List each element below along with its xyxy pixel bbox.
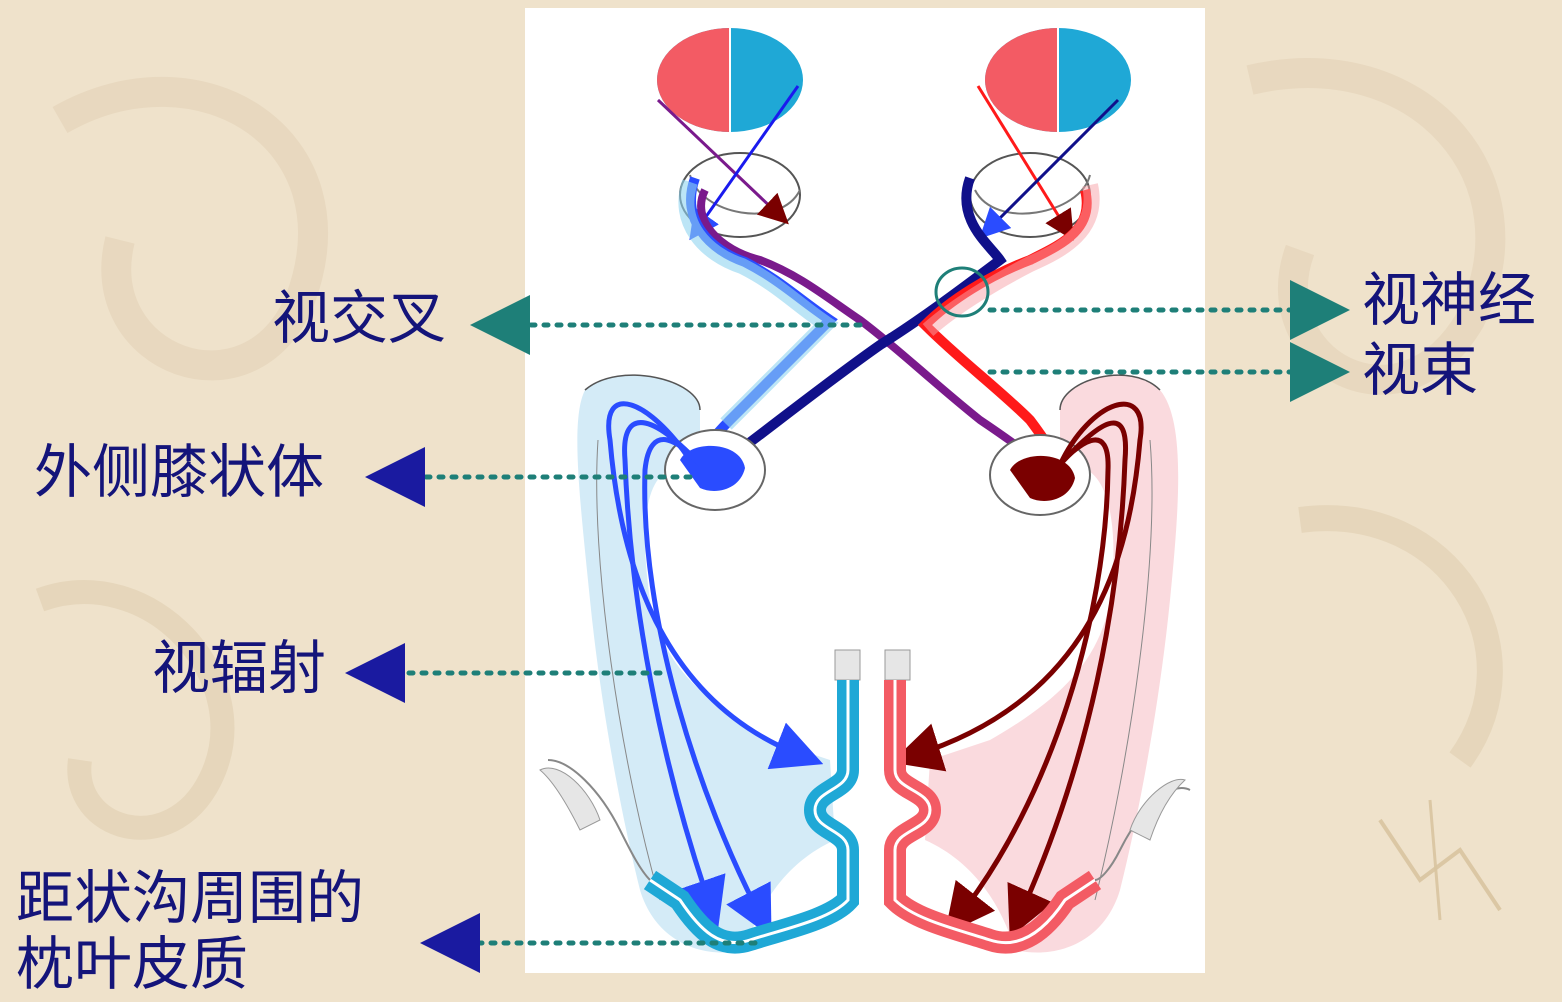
left-occipital-cortex (539, 649, 861, 954)
label-occipital-cortex-line2: 枕叶皮质 (16, 930, 249, 998)
pointer-lines (345, 280, 1350, 973)
label-optic-chiasm: 视交叉 (272, 284, 447, 352)
label-occipital-cortex-line1: 距状沟周围的 (16, 864, 365, 932)
optic-nerve-marker-ring (934, 266, 990, 318)
label-lateral-geniculate-body: 外侧膝状体 (34, 438, 325, 506)
ray-left-eye-nasal (689, 85, 800, 241)
ray-right-eye-temporal (979, 98, 1120, 239)
right-optic-radiation-arrows (891, 401, 1144, 938)
left-radiation-region (577, 375, 835, 953)
left-optic-radiation-arrows (606, 401, 824, 938)
label-optic-radiation: 视辐射 (152, 634, 327, 702)
right-eyeball (969, 152, 1091, 238)
right-visual-field (985, 28, 1131, 132)
right-radiation-region (925, 375, 1179, 953)
ray-right-eye-nasal (976, 85, 1074, 241)
label-optic-nerve: 视神经 (1362, 266, 1537, 334)
left-visual-field (657, 28, 803, 132)
label-optic-tract: 视束 (1362, 336, 1479, 404)
right-occipital-cortex (884, 649, 1191, 954)
ray-left-eye-temporal (656, 98, 789, 225)
optic-pathway-tracts (678, 176, 1100, 474)
